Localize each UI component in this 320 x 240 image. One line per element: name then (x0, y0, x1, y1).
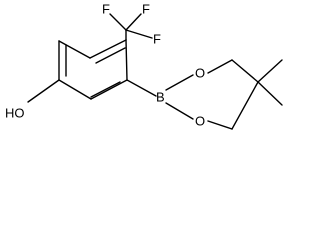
ch2-lower-oxygen-bond (207, 120, 233, 130)
ring-bond-top-left (58, 40, 91, 59)
oxygen-upper-label: O (195, 66, 205, 81)
cf3-bond-to-f-top-right (125, 13, 142, 31)
cf3-bond-to-f-top-left (109, 13, 127, 31)
boron-oxygen-lower-bond (165, 102, 194, 120)
chemical-structure-diagram: F F F HO B O O (3, 2, 283, 130)
aryl-boron-bond (126, 79, 157, 97)
ring-bond-lower-right (90, 79, 128, 100)
ring-bond-lower-left (58, 79, 92, 100)
benzene-ring (58, 39, 128, 100)
oxygen-lower-label: O (195, 114, 205, 129)
methyl-lower-bond (257, 81, 283, 106)
methyl-upper-bond (257, 59, 283, 83)
ring-bond-lower-right-inner (90, 81, 121, 98)
ring-bond-top-inner (95, 47, 126, 64)
fluorine-right-label: F (153, 32, 161, 47)
ring-bond-top (89, 39, 127, 59)
oxygen-upper-ch2-bond (207, 59, 233, 74)
hydroxyl-label: HO (5, 106, 25, 121)
quaternary-ch2-lower-bond (231, 81, 259, 130)
boron-label: B (156, 90, 165, 105)
hydroxyl-group: HO (3, 79, 60, 121)
ring-bond-upper-right (125, 39, 128, 81)
fluorine-top-left-label: F (102, 2, 110, 17)
boronate-ester-ring: B O O (126, 59, 283, 130)
boron-oxygen-upper-bond (165, 74, 194, 91)
hydroxyl-bond (27, 79, 60, 103)
ch2-upper-quaternary-bond (231, 59, 259, 83)
fluorine-top-right-label: F (142, 2, 150, 17)
cf3-bond-to-f-right (125, 29, 153, 39)
trifluoromethyl-group: F F F (102, 2, 161, 47)
